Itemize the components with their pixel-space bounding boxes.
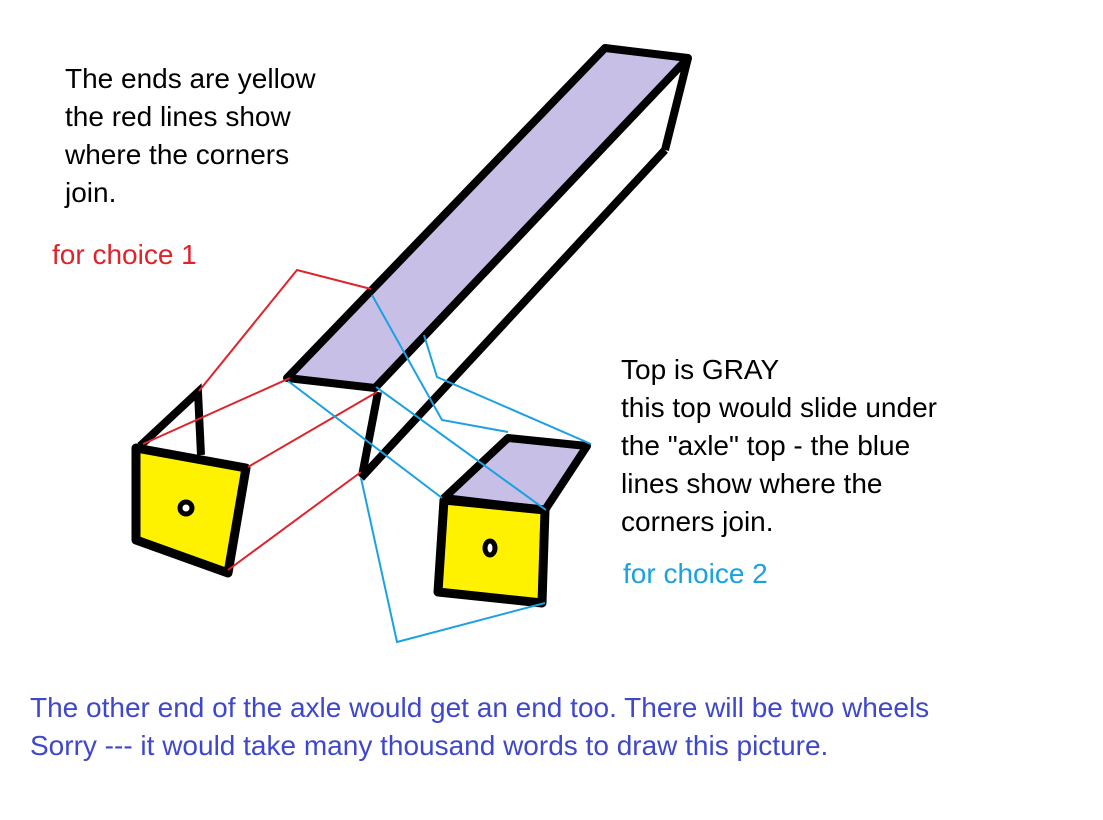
ends-note-line: The ends are yellow: [65, 63, 316, 94]
ends-note: The ends are yellow the red lines show w…: [64, 63, 316, 208]
choice2-label: for choice 2: [623, 558, 768, 589]
choice1-axle-hole-icon: [177, 499, 195, 517]
choice2-axle-hole-icon: [482, 538, 498, 558]
choice1-end-block: [131, 383, 251, 578]
ends-note-line: the red lines show: [65, 101, 291, 132]
choice1-top-edges: [137, 383, 205, 456]
footer-line: The other end of the axle would get an e…: [30, 692, 929, 723]
axle-bottom-edge: [358, 147, 668, 481]
choice2-blue-lines: [287, 294, 592, 644]
top-note-line: lines show where the: [621, 468, 882, 499]
axle-front-edge: [358, 391, 382, 477]
axle-side-edges: [661, 57, 692, 151]
axle: [283, 44, 692, 481]
choice1-label: for choice 1: [52, 239, 197, 270]
top-note-line: the "axle" top - the blue: [621, 430, 910, 461]
top-note: Top is GRAY this top would slide under t…: [621, 354, 937, 537]
top-note-line: Top is GRAY: [621, 354, 780, 385]
footer-line: Sorry --- it would take many thousand wo…: [30, 730, 828, 761]
top-note-line: this top would slide under: [621, 392, 937, 423]
ends-note-line: join.: [64, 177, 116, 208]
footer-note: The other end of the axle would get an e…: [30, 692, 929, 761]
top-note-line: corners join.: [621, 506, 774, 537]
choice2-end-block: [433, 434, 591, 608]
ends-note-line: where the corners: [64, 139, 289, 170]
choice1-red-lines: [142, 268, 378, 571]
